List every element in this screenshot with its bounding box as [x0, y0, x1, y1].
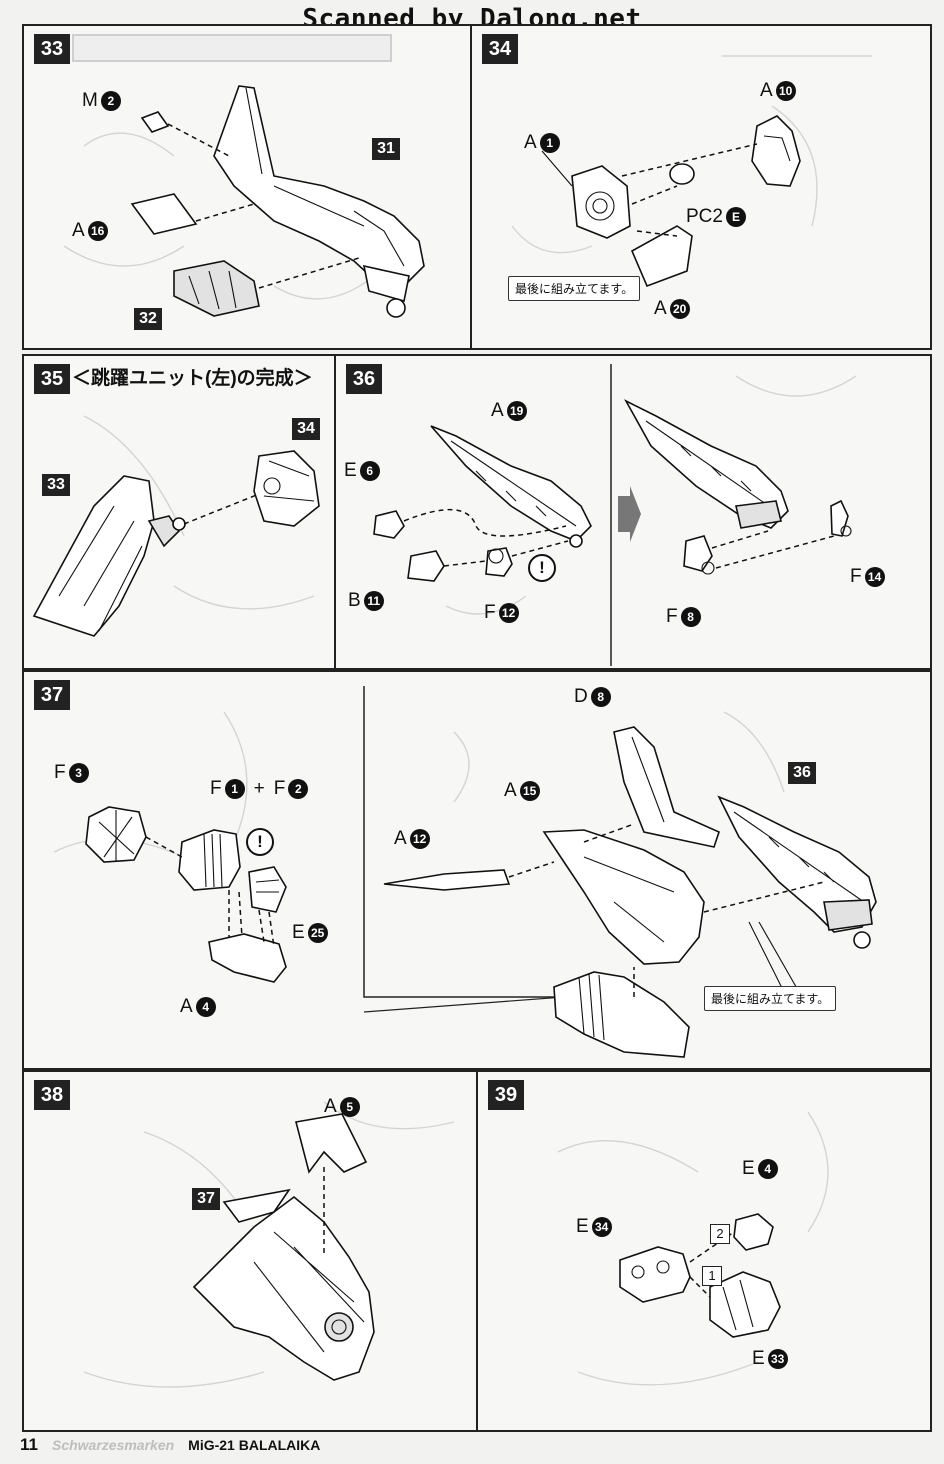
model-name: MiG-21 BALALAIKA [188, 1437, 321, 1453]
step-39-drawing [557, 1111, 829, 1386]
page-number: 11 [20, 1435, 38, 1454]
part-f14 [830, 499, 849, 537]
step-35-drawing [32, 415, 320, 637]
part-m2 [140, 111, 170, 133]
part-b11 [407, 550, 445, 582]
page-footer: 11 Schwarzesmarken MiG-21 BALALAIKA [20, 1435, 320, 1455]
warning-icon: ! [246, 828, 274, 856]
step-number: 36 [346, 364, 382, 394]
part-pc2e [669, 163, 695, 185]
part-a1 [571, 165, 631, 239]
assembly-note: 最後に組み立てます。 [508, 276, 641, 301]
step-number: 38 [34, 1080, 70, 1110]
part-d8 [613, 726, 720, 848]
part-a10 [751, 115, 801, 187]
step-34-drawing [511, 55, 872, 288]
step-number: 33 [34, 34, 70, 64]
assembly-note: 最後に組み立てます。 [704, 986, 837, 1011]
label-34: 34 [292, 418, 320, 440]
label-37: 37 [192, 1188, 220, 1210]
ghost-title [72, 34, 392, 62]
step-38-drawing [83, 1101, 455, 1388]
step-number: 35 [34, 364, 70, 394]
part-e34 [619, 1246, 691, 1303]
wing-assembly [32, 475, 155, 637]
part-a4 [208, 933, 287, 983]
label-33: 33 [42, 474, 70, 496]
part-a12 [383, 869, 511, 891]
step-36-drawing [373, 364, 857, 666]
part-f8 [683, 535, 713, 572]
order-marker-1: 1 [702, 1266, 722, 1286]
step-number: 37 [34, 680, 70, 710]
part-34 [253, 450, 320, 527]
part-f1-f2 [178, 829, 241, 891]
part-e33 [709, 1271, 781, 1338]
step-37-drawing [53, 686, 877, 1058]
part-a20 [630, 225, 693, 288]
step-33-drawing [63, 85, 425, 318]
fuselage-part [213, 85, 425, 287]
assembled-arm [624, 399, 789, 529]
order-marker-2: 2 [710, 1224, 730, 1244]
label-31: 31 [372, 138, 400, 160]
part-a5 [295, 1113, 368, 1174]
step-number: 39 [488, 1080, 524, 1110]
wing-body [192, 1195, 375, 1381]
label-32: 32 [134, 308, 162, 330]
part-e25 [248, 866, 287, 913]
part-e6 [373, 510, 405, 539]
step-title: ＜跳躍ユニット(左)の完成＞ [72, 368, 313, 389]
engine-assembly [553, 971, 690, 1058]
warning-icon: ! [528, 554, 556, 582]
part-a15 [542, 829, 705, 965]
label-36: 36 [788, 762, 816, 784]
part-e4 [733, 1213, 774, 1251]
step-number: 34 [482, 34, 518, 64]
step-35-panel: 35 ＜跳躍ユニット(左)の完成＞ 33 34 [22, 354, 336, 670]
part-32 [173, 260, 260, 317]
series-name: Schwarzesmarken [51, 1437, 175, 1453]
part-a16 [130, 193, 198, 235]
